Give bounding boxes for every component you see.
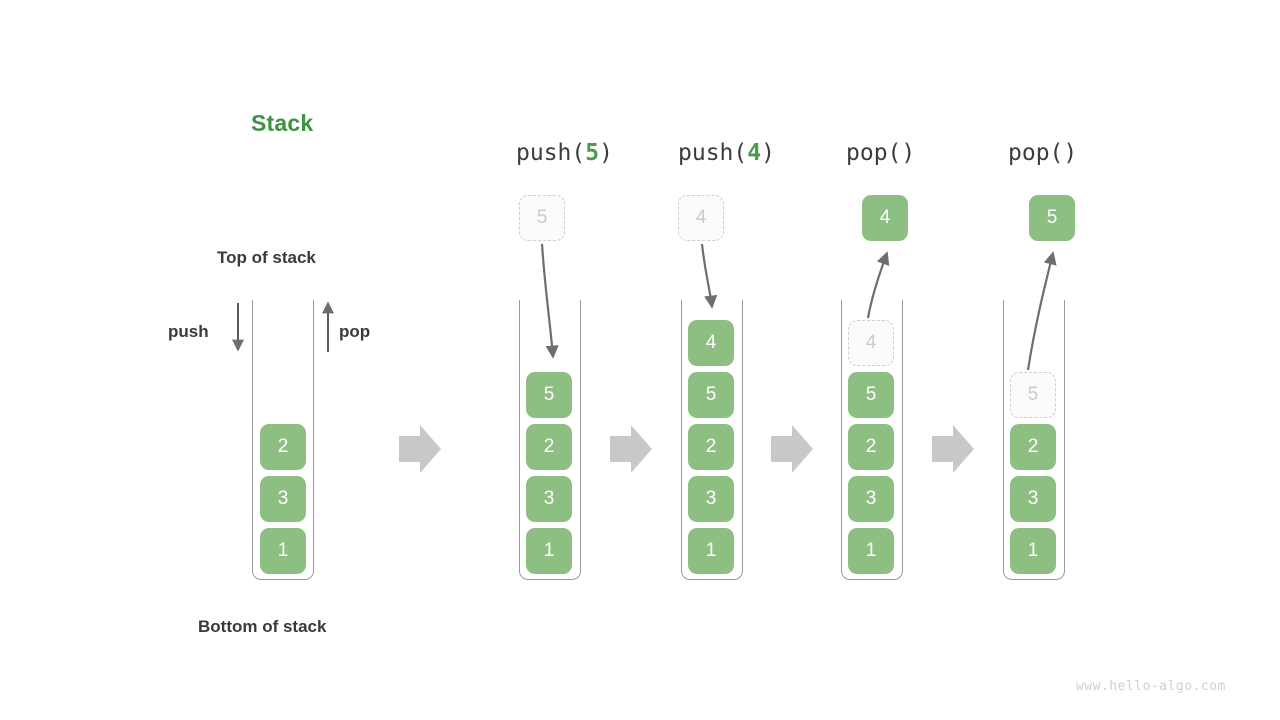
op-header-push-5: push(5) <box>516 140 613 166</box>
bottom-of-stack-label: Bottom of stack <box>198 617 327 636</box>
stack-cell: 1 <box>848 528 894 574</box>
stack-cell: 4 <box>688 320 734 366</box>
pop-label: pop <box>339 322 371 341</box>
transition-arrow-4 <box>932 425 974 473</box>
floating-element-pop-1: 4 <box>862 195 908 241</box>
stack-cell: 1 <box>688 528 734 574</box>
op-name-text: push <box>678 140 734 166</box>
push-4-motion-arrow <box>700 243 718 309</box>
op-header-pop-2: pop() <box>1008 140 1078 166</box>
stack-frame-push-5 <box>519 300 581 580</box>
floating-element-pop-2: 5 <box>1029 195 1075 241</box>
stack-cell: 2 <box>1010 424 1056 470</box>
transition-arrow-1 <box>399 425 441 473</box>
transition-arrow-3 <box>771 425 813 473</box>
op-paren-open: ( <box>733 140 748 166</box>
push-label: push <box>168 322 209 341</box>
op-arg-text: 5 <box>585 140 600 166</box>
top-of-stack-label: Top of stack <box>217 248 316 267</box>
op-paren-close: ) <box>599 140 613 166</box>
stack-cell: 4 <box>848 320 894 366</box>
page-title: Stack <box>251 110 314 136</box>
stack-cell: 5 <box>688 372 734 418</box>
stack-frame-pop-2 <box>1003 300 1065 580</box>
op-arg-text: 4 <box>747 140 762 166</box>
floating-element-push-5: 5 <box>519 195 565 241</box>
stack-cell: 1 <box>1010 528 1056 574</box>
stack-cell: 5 <box>1010 372 1056 418</box>
stack-cell: 2 <box>526 424 572 470</box>
watermark: www.hello-algo.com <box>1076 679 1226 694</box>
stack-cell: 3 <box>526 476 572 522</box>
stack-cell: 2 <box>848 424 894 470</box>
stack-frame-initial <box>252 300 314 580</box>
stack-cell: 3 <box>260 476 306 522</box>
transition-arrow-2 <box>610 425 652 473</box>
op-name-text: push <box>516 140 572 166</box>
stack-cell: 5 <box>848 372 894 418</box>
stack-cell: 2 <box>260 424 306 470</box>
op-header-pop-1: pop() <box>846 140 916 166</box>
stack-cell: 3 <box>1010 476 1056 522</box>
stack-cell: 3 <box>848 476 894 522</box>
op-header-push-4: push(4) <box>678 140 775 166</box>
stack-cell: 1 <box>526 528 572 574</box>
stack-cell: 2 <box>688 424 734 470</box>
stack-frame-push-4 <box>681 300 743 580</box>
stack-frame-pop-1 <box>841 300 903 580</box>
stack-cell: 3 <box>688 476 734 522</box>
op-paren-open: ( <box>571 140 586 166</box>
stack-cell: 1 <box>260 528 306 574</box>
stack-cell: 5 <box>526 372 572 418</box>
floating-element-push-4: 4 <box>678 195 724 241</box>
op-paren-close: ) <box>761 140 775 166</box>
